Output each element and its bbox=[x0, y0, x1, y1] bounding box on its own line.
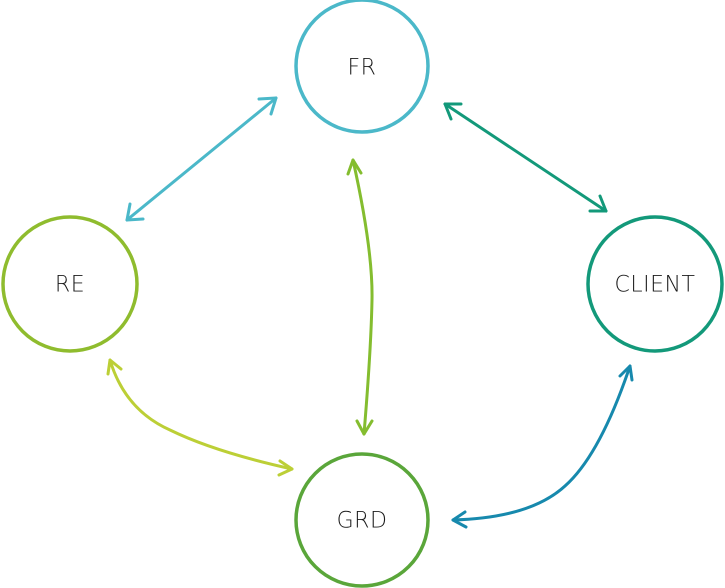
arrowhead-client-end bbox=[588, 194, 608, 213]
node-label: CLIENT bbox=[615, 273, 696, 298]
node-label: GRD bbox=[337, 509, 388, 534]
node-circle bbox=[586, 215, 724, 353]
arrowhead-grd-end bbox=[355, 419, 374, 436]
connector-line bbox=[125, 96, 278, 222]
edge-fr-grd bbox=[346, 158, 374, 436]
connector-line bbox=[108, 358, 294, 471]
connector-line bbox=[451, 364, 632, 522]
arrowhead-re-end bbox=[125, 202, 145, 222]
arrowhead-client-end bbox=[618, 364, 634, 382]
arrowhead-fr-end bbox=[257, 96, 278, 116]
arrowhead-fr-end bbox=[443, 102, 463, 121]
node-circle bbox=[294, 452, 430, 588]
edge-fr-client bbox=[443, 102, 608, 213]
node-fr: FR bbox=[294, 0, 430, 134]
arrowhead-re-end bbox=[106, 358, 123, 376]
arrowhead-grd-end bbox=[451, 510, 468, 529]
edge-fr-re bbox=[125, 96, 278, 222]
arrowhead-grd-end bbox=[277, 459, 294, 477]
edge-grd-client bbox=[451, 364, 634, 529]
node-label: RE bbox=[55, 273, 85, 298]
node-label: FR bbox=[348, 56, 377, 81]
node-re: RE bbox=[1, 215, 139, 353]
node-client: CLIENT bbox=[586, 215, 724, 353]
arrowhead-fr-end bbox=[346, 158, 363, 176]
node-circle bbox=[294, 0, 430, 134]
edge-re-grd bbox=[106, 358, 294, 477]
node-grd: GRD bbox=[294, 452, 430, 588]
connector-line bbox=[443, 102, 608, 213]
node-circle bbox=[1, 215, 139, 353]
connector-line bbox=[351, 158, 374, 436]
